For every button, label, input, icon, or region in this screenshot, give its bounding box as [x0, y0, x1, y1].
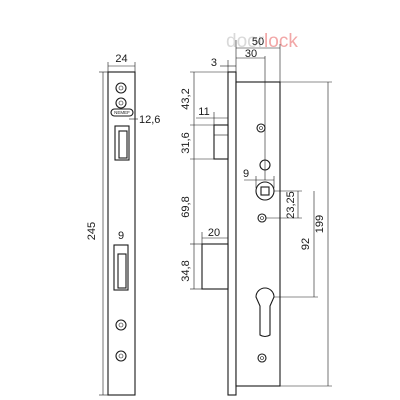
- deadbolt-opening: [113, 244, 129, 291]
- dim-latch-height: 31,6: [180, 132, 192, 153]
- dim-top-to-latch: 43,2: [180, 88, 192, 109]
- lock-case-body: [235, 81, 281, 387]
- case-hole-bottom: [257, 353, 267, 363]
- dim-small-offset: 23,25: [285, 191, 297, 219]
- watermark-brand: doorlock: [226, 31, 298, 52]
- front-plate-edge: [227, 71, 237, 396]
- dim-latch-projection: 12,6: [139, 114, 160, 126]
- screw-hole-bottom-1-inner: [118, 322, 124, 328]
- dim-bolt-depth: 20: [208, 227, 220, 239]
- lock-case-side-view: [201, 71, 281, 396]
- screw-hole-top-2: [115, 97, 127, 109]
- screw-hole-bottom-2-inner: [118, 353, 124, 359]
- screw-hole-top-1: [115, 82, 127, 94]
- screw-hole-top-2-inner: [118, 100, 124, 106]
- latch-opening: [114, 125, 130, 161]
- dim-backset: 30: [245, 48, 257, 60]
- deadbolt-side: [201, 243, 229, 290]
- dim-case-height: 199: [314, 215, 326, 233]
- dim-bolt-height: 34,8: [180, 260, 192, 281]
- dim-faceplate-width: 24: [115, 53, 127, 65]
- dim-overall-depth: 50: [252, 36, 264, 48]
- brand-stamp-text: NEMEF: [114, 110, 130, 115]
- dim-latch-depth: 11: [198, 106, 209, 118]
- cylinder-mark: 9: [118, 230, 124, 242]
- faceplate-dimensions: 24 245 12,6: [86, 53, 160, 396]
- dim-latch-to-bolt: 69,8: [180, 196, 192, 217]
- dim-follower-size: 9: [243, 168, 249, 180]
- dim-distance-to-cylinder: 92: [300, 238, 312, 250]
- follower-square: [260, 186, 270, 196]
- screw-hole-bottom-2: [115, 350, 127, 362]
- deadbolt: [117, 253, 127, 289]
- latch-side: [213, 124, 229, 160]
- latch-bolt: [118, 130, 128, 159]
- screw-hole-bottom-1: [115, 319, 127, 331]
- faceplate-front-view: NEMEF 9: [107, 71, 136, 396]
- dim-plate-thickness: 3: [211, 57, 217, 69]
- watermark-part-2: lock: [264, 31, 298, 52]
- side-view-dimensions: 50 30 3 11 20 43,2 31,6 69,8 34,8 9 23,2: [180, 36, 332, 387]
- brand-stamp: [110, 108, 134, 117]
- screw-hole-top-1-inner: [118, 85, 124, 91]
- dim-faceplate-length: 245: [86, 222, 98, 240]
- watermark-part-1: door: [226, 31, 265, 52]
